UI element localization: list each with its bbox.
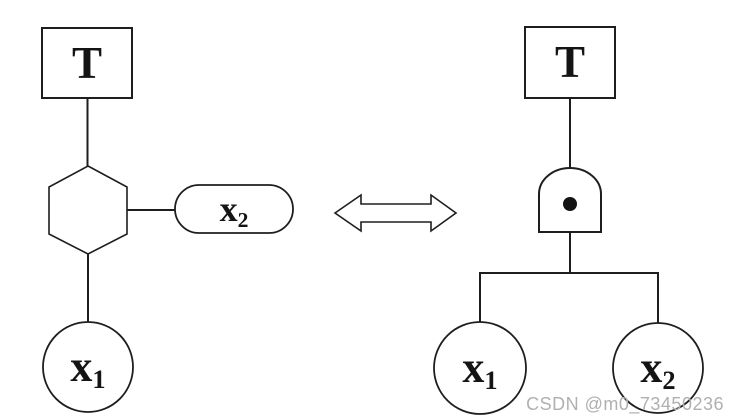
left-basic-event-circle [42,321,134,413]
left-top-event-text: T [71,37,102,88]
left-top-event-box [41,27,133,99]
and-gate-dot-icon [563,197,577,211]
left-basic-event-text: x1 [70,342,106,395]
left-top-event-label: T [42,28,132,98]
inhibit-gate-hexagon-icon [48,165,128,255]
right-top-event-label: T [525,27,615,98]
condition-event-text: x2 [219,189,249,233]
condition-event-label: x2 [175,185,293,233]
right-basic-event-2-circle [612,322,704,414]
branch-connector-line [479,272,659,323]
condition-stadium-shape [174,184,294,234]
left-basic-event-label: x1 [43,322,133,412]
equivalence-double-arrow-icon [333,193,458,233]
right-basic-event-1-circle [433,321,527,415]
right-top-event-text: T [554,37,585,87]
right-basic-event-1-label: x1 [434,322,526,414]
right-basic-event-2-label: x2 [613,323,703,413]
right-basic-event-1-text: x1 [462,343,498,396]
csdn-watermark: CSDN @m0_73450236 [526,394,724,414]
right-basic-event-2-text: x2 [640,343,676,396]
